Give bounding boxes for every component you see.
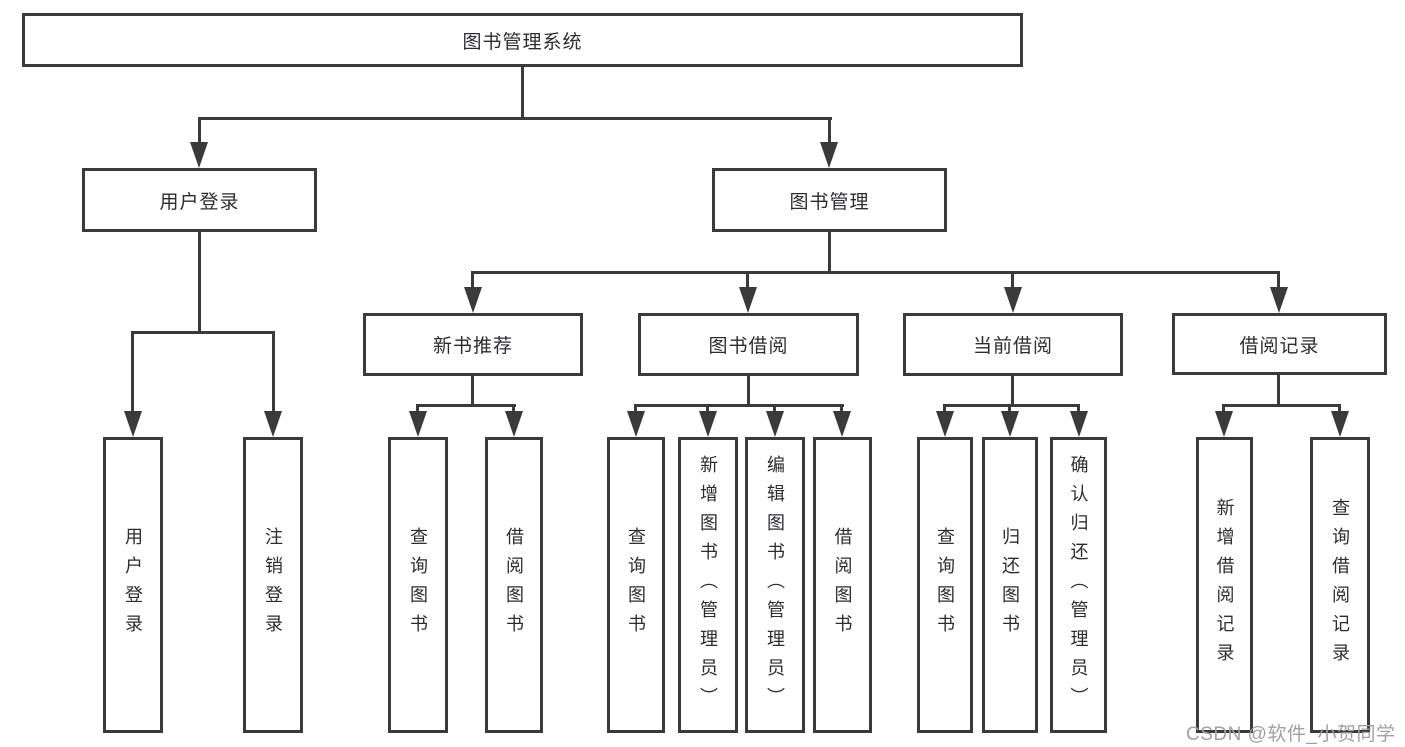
arrow-down-icon bbox=[264, 411, 282, 437]
arrow-down-icon bbox=[1001, 411, 1019, 437]
connector-segment bbox=[1277, 271, 1280, 291]
connector-segment bbox=[131, 331, 134, 415]
connector-segment bbox=[512, 404, 515, 414]
connector-segment bbox=[198, 117, 201, 145]
connector-segment bbox=[521, 66, 524, 119]
csdn-watermark: CSDN @软件_小贺同学 bbox=[1186, 724, 1396, 745]
connector-segment bbox=[272, 331, 275, 415]
arrow-down-icon bbox=[409, 411, 427, 437]
leaf-label: 借阅图书 bbox=[504, 527, 524, 643]
arrow-down-icon bbox=[124, 411, 142, 437]
connector-segment bbox=[706, 404, 709, 414]
leaf-label: 注销登录 bbox=[263, 527, 283, 643]
node-root: 图书管理系统 bbox=[22, 13, 1023, 67]
arrow-down-icon bbox=[766, 411, 784, 437]
arrow-down-icon bbox=[1070, 411, 1088, 437]
connector-segment bbox=[828, 117, 831, 145]
leaf-query-books-3: 查询图书 bbox=[917, 437, 973, 733]
connector-segment bbox=[471, 271, 1280, 274]
node-borrow-record-label: 借阅记录 bbox=[1239, 335, 1320, 357]
connector-segment bbox=[1011, 271, 1014, 291]
arrow-down-icon bbox=[1331, 411, 1349, 437]
connector-segment bbox=[1338, 404, 1341, 414]
leaf-logout: 注销登录 bbox=[243, 437, 303, 733]
connector-segment bbox=[943, 404, 946, 414]
connector-segment bbox=[1277, 375, 1280, 407]
leaf-user-login: 用户登录 bbox=[103, 437, 163, 733]
arrow-down-icon bbox=[820, 142, 838, 168]
connector-segment bbox=[1223, 404, 1341, 407]
leaf-label: 确认归还（管理员） bbox=[1068, 454, 1089, 716]
connector-segment bbox=[198, 117, 832, 120]
arrow-down-icon bbox=[699, 411, 717, 437]
node-book-manage: 图书管理 bbox=[712, 168, 947, 232]
connector-segment bbox=[1222, 404, 1225, 414]
leaf-add-books-admin: 新增图书（管理员） bbox=[678, 437, 738, 733]
connector-segment bbox=[1008, 404, 1011, 414]
leaf-label: 查询图书 bbox=[626, 527, 646, 643]
leaf-query-books-1: 查询图书 bbox=[388, 437, 448, 733]
connector-segment bbox=[747, 376, 750, 407]
arrow-down-icon bbox=[190, 142, 208, 168]
node-book-borrow: 图书借阅 bbox=[638, 313, 859, 376]
leaf-label: 借阅图书 bbox=[832, 527, 853, 643]
leaf-edit-books-admin: 编辑图书（管理员） bbox=[745, 437, 805, 733]
connector-segment bbox=[131, 331, 275, 334]
node-current-borrow-label: 当前借阅 bbox=[972, 336, 1053, 357]
connector-segment bbox=[198, 232, 201, 334]
connector-segment bbox=[1077, 404, 1080, 414]
arrow-down-icon bbox=[1270, 287, 1288, 313]
leaf-return-books: 归还图书 bbox=[982, 437, 1038, 733]
leaf-label: 查询借阅记录 bbox=[1330, 498, 1350, 672]
connector-segment bbox=[635, 404, 844, 407]
connector-segment bbox=[746, 271, 749, 291]
leaf-label: 查询图书 bbox=[935, 527, 955, 643]
leaf-query-borrow-record: 查询借阅记录 bbox=[1310, 437, 1370, 733]
leaf-label: 新增借阅记录 bbox=[1214, 498, 1235, 672]
leaf-borrow-books-1: 借阅图书 bbox=[485, 437, 543, 733]
leaf-label: 用户登录 bbox=[123, 527, 143, 643]
leaf-label: 编辑图书（管理员） bbox=[765, 454, 785, 716]
connector-segment bbox=[471, 376, 474, 407]
arrow-down-icon bbox=[627, 411, 645, 437]
arrow-down-icon bbox=[833, 411, 851, 437]
leaf-label: 归还图书 bbox=[1000, 527, 1020, 643]
node-book-manage-label: 图书管理 bbox=[789, 191, 870, 213]
leaf-borrow-books-2: 借阅图书 bbox=[813, 437, 872, 733]
node-new-book-recommend: 新书推荐 bbox=[363, 313, 583, 376]
node-root-label: 图书管理系统 bbox=[462, 31, 583, 53]
leaf-query-books-2: 查询图书 bbox=[607, 437, 665, 733]
arrow-down-icon bbox=[1215, 411, 1233, 437]
node-user-login: 用户登录 bbox=[82, 168, 317, 232]
connector-segment bbox=[471, 271, 474, 291]
connector-segment bbox=[944, 404, 1080, 407]
connector-segment bbox=[634, 404, 637, 414]
node-new-book-recommend-label: 新书推荐 bbox=[432, 336, 513, 357]
connector-segment bbox=[840, 404, 843, 414]
leaf-add-borrow-record: 新增借阅记录 bbox=[1196, 437, 1253, 733]
leaf-label: 查询图书 bbox=[408, 527, 428, 643]
connector-segment bbox=[773, 404, 776, 414]
arrow-down-icon bbox=[505, 411, 523, 437]
node-current-borrow: 当前借阅 bbox=[903, 313, 1123, 376]
connector-segment bbox=[417, 404, 516, 407]
arrow-down-icon bbox=[739, 287, 757, 313]
leaf-confirm-return-admin: 确认归还（管理员） bbox=[1050, 437, 1107, 733]
arrow-down-icon bbox=[464, 287, 482, 313]
leaf-label: 新增图书（管理员） bbox=[698, 454, 718, 716]
connector-segment bbox=[416, 404, 419, 414]
node-book-borrow-label: 图书借阅 bbox=[708, 336, 789, 357]
connector-segment bbox=[828, 232, 831, 274]
node-borrow-record: 借阅记录 bbox=[1172, 313, 1387, 375]
arrow-down-icon bbox=[1004, 287, 1022, 313]
connector-segment bbox=[1011, 376, 1014, 407]
arrow-down-icon bbox=[936, 411, 954, 437]
node-user-login-label: 用户登录 bbox=[159, 191, 240, 213]
